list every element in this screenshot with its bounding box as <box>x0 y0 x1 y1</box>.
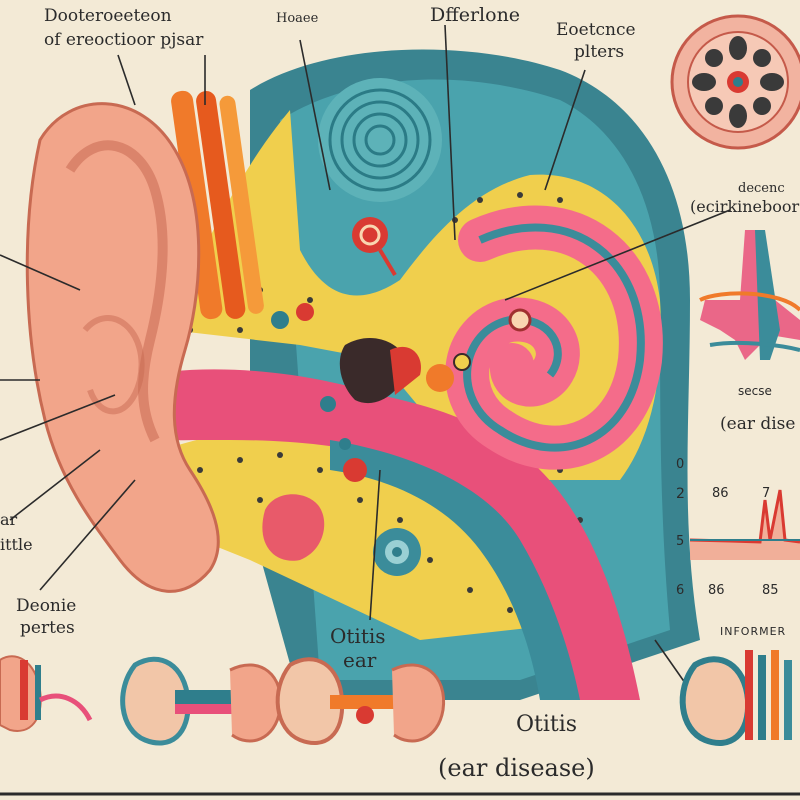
blob <box>339 438 351 450</box>
label-hoaee: Hoaee <box>276 11 319 26</box>
label-differlone: Dfferlone <box>430 4 521 26</box>
red-balloon <box>352 217 397 277</box>
cochlea <box>445 205 663 470</box>
label-right-mid-1: secse <box>738 384 772 398</box>
chart-tick-x-d: 85 <box>762 583 779 598</box>
pointer-lines <box>0 24 731 691</box>
blob <box>271 311 289 329</box>
ear-icon-3 <box>275 657 446 746</box>
ossicles <box>339 337 471 404</box>
ear-icon-4 <box>679 650 792 747</box>
chart-tick-y-low: 5 <box>676 534 685 549</box>
label-top-right-2: plters <box>574 42 625 62</box>
chart-tick-y-bottom: 6 <box>676 583 685 598</box>
wheel-diagram <box>670 14 800 150</box>
chart-tick-y-top: 0 <box>676 457 685 472</box>
chart-tick-x-c: 86 <box>708 583 725 598</box>
label-informer: INFORMER <box>720 625 787 638</box>
bone-tissue-lower <box>140 426 600 640</box>
label-center-2: ear <box>343 648 377 672</box>
label-bottom-2: (ear disease) <box>438 754 595 782</box>
chart-tick-x-b: 7 <box>762 486 771 501</box>
mini-chart <box>689 489 800 560</box>
chart-tick-y-mid: 2 <box>676 486 685 502</box>
label-left-bottom-2: pertes <box>20 618 75 638</box>
label-left-lower-1: ar <box>0 510 18 529</box>
label-top-left-2: of ereoctioor pjsar <box>44 30 204 50</box>
cartilage-bars <box>171 90 264 320</box>
ear-icon-1 <box>0 655 93 732</box>
label-left-lower-2: ittle <box>0 535 33 554</box>
label-bottom-1: Otitis <box>516 712 578 737</box>
ear-icon-2 <box>120 656 283 746</box>
teal-ring <box>373 528 421 576</box>
chart-tick-x-a: 86 <box>712 486 729 501</box>
label-right-upper-1: decenc <box>738 181 785 196</box>
label-top-right-1: Eoetcnce <box>556 20 636 40</box>
label-right-upper-2: (ecirkineboor <box>690 197 800 216</box>
spiral-structure <box>318 78 442 202</box>
label-center-1: Otitis <box>330 624 386 648</box>
blob <box>296 303 314 321</box>
blob <box>320 396 336 412</box>
vessel-diagram <box>699 230 800 360</box>
label-top-left-1: Dooteroeeteon <box>44 6 172 26</box>
label-right-mid-2: (ear dise <box>720 414 796 434</box>
label-left-bottom-1: Deonie <box>16 596 77 616</box>
pink-growth <box>262 494 325 561</box>
blob <box>343 458 367 482</box>
